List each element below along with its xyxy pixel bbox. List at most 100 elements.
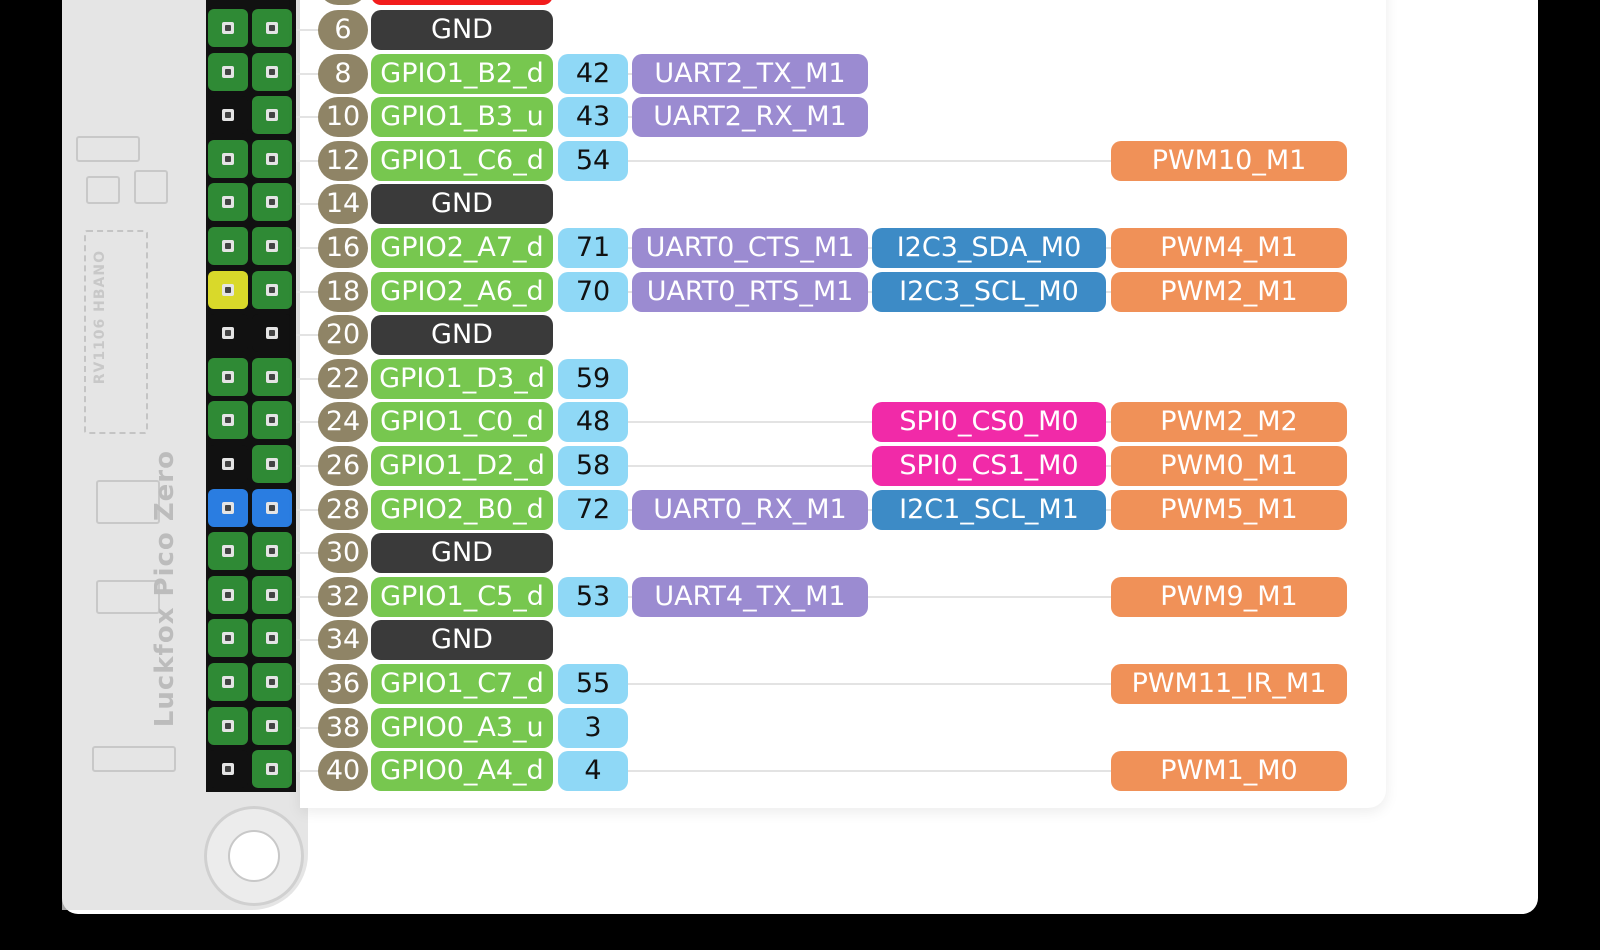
leader-line <box>296 334 320 337</box>
header-pin <box>252 183 292 222</box>
pin-number-badge: 10 <box>318 97 368 138</box>
gpio-index-badge: 4 <box>558 751 628 792</box>
header-pin-pad <box>266 65 278 78</box>
header-pin <box>252 139 292 178</box>
gpio-name-badge: GPIO1_B2_d <box>371 53 553 94</box>
spi-badge: SPI0_CS0_M0 <box>872 402 1106 443</box>
header-pin <box>252 575 292 614</box>
leader-line <box>296 290 320 293</box>
header-pin <box>252 227 292 265</box>
gpio-index-badge: 43 <box>558 97 628 138</box>
gpio-index-badge: 53 <box>558 576 628 617</box>
leader-line <box>628 595 1111 598</box>
pin-number-badge: 38 <box>318 707 368 748</box>
gpio-name-badge: GPIO2_B0_d <box>371 489 553 530</box>
pwm-badge: PWM2_M1 <box>1111 271 1347 312</box>
board-component <box>76 136 140 162</box>
header-pin-pad <box>266 283 278 296</box>
pin-number-badge: 16 <box>318 228 368 268</box>
header-pin <box>208 314 248 353</box>
pin-number-badge: 12 <box>318 140 368 181</box>
leader-line <box>296 508 320 511</box>
header-pin <box>252 488 292 527</box>
mounting-hole <box>204 806 304 906</box>
leader-line <box>628 247 1111 249</box>
header-pin-pad <box>266 458 278 470</box>
header-pin-pad <box>222 283 234 296</box>
gpio-name-badge: GPIO1_C0_d <box>371 402 553 443</box>
pwm-badge: PWM11_IR_M1 <box>1111 664 1347 704</box>
header-pin-pad <box>222 65 234 78</box>
uart-badge: UART0_RX_M1 <box>632 489 868 530</box>
board-component <box>134 170 168 204</box>
leader-line <box>296 770 320 773</box>
gnd-badge: GND <box>371 533 553 574</box>
pwm-badge: PWM5_M1 <box>1111 489 1347 530</box>
pin-number-badge: 34 <box>318 620 368 661</box>
header-pin-pad <box>222 196 234 209</box>
header-pin <box>252 270 292 309</box>
gnd-badge: GND <box>371 620 553 661</box>
header-pin-pad <box>266 676 278 688</box>
gpio-name-badge: GPIO1_C7_d <box>371 664 553 704</box>
pwm-badge: PWM4_M1 <box>1111 228 1347 268</box>
gpio-index-badge: 58 <box>558 446 628 486</box>
gpio-name-badge: GPIO1_C6_d <box>371 140 553 181</box>
header-pin-pad <box>266 414 278 427</box>
header-pin-pad <box>266 240 278 252</box>
power-badge <box>371 0 553 5</box>
pin-number-badge: 30 <box>318 533 368 574</box>
pin-number-badge: 40 <box>318 751 368 792</box>
header-pin-pad <box>222 588 234 601</box>
gpio-index-badge: 72 <box>558 489 628 530</box>
cut-off-row <box>0 0 1386 19</box>
header-pin-pad <box>266 152 278 165</box>
pwm-badge: PWM1_M0 <box>1111 751 1347 792</box>
header-pin <box>252 52 292 91</box>
header-pin-pad <box>266 370 278 383</box>
leader-line <box>628 159 1111 162</box>
board-component <box>96 580 160 614</box>
header-pin <box>208 401 248 440</box>
header-pin <box>208 706 248 745</box>
leader-line <box>628 683 1111 685</box>
gpio-index-badge: 55 <box>558 664 628 704</box>
pin-number-badge <box>318 0 368 5</box>
leader-line <box>628 421 1111 424</box>
header-pin-pad <box>266 719 278 732</box>
header-pin-pad <box>222 152 234 165</box>
header-pin-pad <box>222 22 234 34</box>
gpio-name-badge: GPIO1_B3_u <box>371 97 553 138</box>
header-pin-pad <box>266 632 278 645</box>
pin-number-badge: 8 <box>318 53 368 94</box>
pin-header <box>206 0 296 792</box>
i2c-badge: I2C1_SCL_M1 <box>872 489 1106 530</box>
spi-badge: SPI0_CS1_M0 <box>872 446 1106 486</box>
leader-line <box>296 116 320 119</box>
gpio-name-badge: GPIO1_C5_d <box>371 576 553 617</box>
leader-line <box>296 683 320 685</box>
gpio-index-badge: 48 <box>558 402 628 443</box>
header-pin <box>208 52 248 91</box>
header-pin <box>252 96 292 135</box>
header-pin-pad <box>266 196 278 209</box>
board-component <box>86 176 120 204</box>
leader-line <box>296 377 320 380</box>
leader-line <box>296 639 320 642</box>
pin-number-badge: 22 <box>318 358 368 399</box>
gpio-name-badge: GPIO1_D3_d <box>371 358 553 399</box>
i2c-badge: I2C3_SCL_M0 <box>872 271 1106 312</box>
board-component <box>96 480 160 524</box>
uart-badge: UART0_CTS_M1 <box>632 228 868 268</box>
